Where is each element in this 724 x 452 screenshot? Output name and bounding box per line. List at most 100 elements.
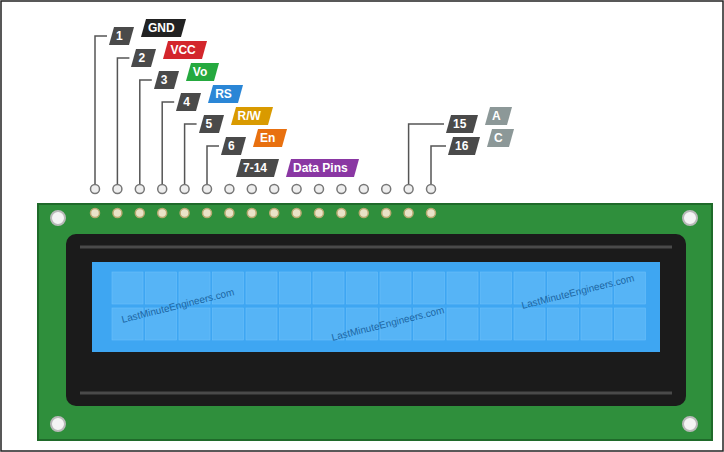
character-cell <box>246 272 277 304</box>
pin-end <box>225 185 234 194</box>
pin-number: 3 <box>161 73 172 87</box>
header-pad <box>91 209 100 218</box>
lcd-bezel <box>66 234 686 406</box>
character-cell <box>514 308 545 340</box>
leader-line <box>162 102 174 184</box>
character-cell <box>313 272 344 304</box>
character-cell <box>481 272 512 304</box>
leader-line <box>207 146 219 184</box>
leader-line <box>117 58 129 184</box>
pin-name-tag: RS <box>208 85 243 103</box>
header-pad <box>427 209 436 218</box>
pin-name: Vo <box>193 65 212 79</box>
pin-name: A <box>492 109 505 123</box>
bezel-edge <box>80 392 672 395</box>
pin-number-tag: 6 <box>221 137 246 155</box>
pin-number-tag: 1 <box>109 27 134 45</box>
pin-name: RS <box>215 87 236 101</box>
pin-name-tag: C <box>487 129 514 147</box>
header-pad <box>158 209 167 218</box>
pin-name-tag: R/W <box>231 107 273 125</box>
header-pad <box>203 209 212 218</box>
pin-name-tag: En <box>253 129 287 147</box>
header-pad <box>247 209 256 218</box>
leader-lines <box>95 36 446 184</box>
pin-name: En <box>260 131 280 145</box>
pin-end <box>180 185 189 194</box>
character-cell <box>347 272 378 304</box>
pin-number: 6 <box>228 139 239 153</box>
mounting-hole <box>683 211 697 225</box>
pin-end <box>404 185 413 194</box>
character-cell <box>447 308 478 340</box>
pin-number-tag: 2 <box>131 49 156 67</box>
character-cell <box>380 272 411 304</box>
mounting-hole <box>51 211 65 225</box>
header-pad <box>359 209 368 218</box>
pin-number: 5 <box>206 117 217 131</box>
pin-name-tag: VCC <box>163 41 207 59</box>
pin-name-tag: GND <box>141 19 186 37</box>
pin-number: 16 <box>455 139 473 153</box>
leader-line <box>140 80 152 184</box>
header-pad <box>270 209 279 218</box>
character-cell <box>112 272 143 304</box>
character-cell <box>146 272 177 304</box>
character-cell <box>246 308 277 340</box>
pin-name: Data Pins <box>293 161 352 175</box>
pin-end <box>247 185 256 194</box>
character-cell <box>447 272 478 304</box>
character-cell <box>179 308 210 340</box>
pin-number-tag: 16 <box>448 137 480 155</box>
character-cell <box>414 272 445 304</box>
pin-name: R/W <box>238 109 266 123</box>
header-pad <box>180 209 189 218</box>
bezel-edge <box>80 246 672 249</box>
pin-end <box>337 185 346 194</box>
pin-end <box>135 185 144 194</box>
pin-end <box>427 185 436 194</box>
header-pins <box>91 185 436 218</box>
lcd-screen <box>92 262 660 352</box>
pcb-board <box>38 204 712 440</box>
header-pad <box>225 209 234 218</box>
pin-number-tag: 3 <box>154 71 179 89</box>
pin-number-tag: 15 <box>446 115 478 133</box>
pin-end <box>315 185 324 194</box>
pin-end <box>359 185 368 194</box>
character-cell <box>548 308 579 340</box>
character-cell <box>280 308 311 340</box>
pin-number: 15 <box>453 117 471 131</box>
mounting-hole <box>683 417 697 431</box>
header-pad <box>113 209 122 218</box>
pin-number-tag: 4 <box>176 93 201 111</box>
pin-name: C <box>494 131 507 145</box>
header-pad <box>404 209 413 218</box>
header-pad <box>292 209 301 218</box>
pin-name-tag: Vo <box>186 63 219 81</box>
pin-number: 7-14 <box>243 161 272 175</box>
pin-end <box>270 185 279 194</box>
pin-end <box>382 185 391 194</box>
character-cell <box>581 308 612 340</box>
pin-end <box>91 185 100 194</box>
pin-name-tag: A <box>485 107 512 125</box>
pin-number: 1 <box>116 29 127 43</box>
pin-end <box>158 185 167 194</box>
mounting-hole <box>51 417 65 431</box>
pin-end <box>113 185 122 194</box>
leader-line <box>409 124 444 184</box>
pin-number-tag: 7-14 <box>236 159 279 177</box>
header-pad <box>337 209 346 218</box>
header-pad <box>315 209 324 218</box>
pin-end <box>203 185 212 194</box>
leader-line <box>185 124 197 184</box>
leader-line <box>431 146 446 184</box>
header-pad <box>382 209 391 218</box>
pin-name-tag: Data Pins <box>286 159 359 177</box>
pin-name: GND <box>148 21 179 35</box>
